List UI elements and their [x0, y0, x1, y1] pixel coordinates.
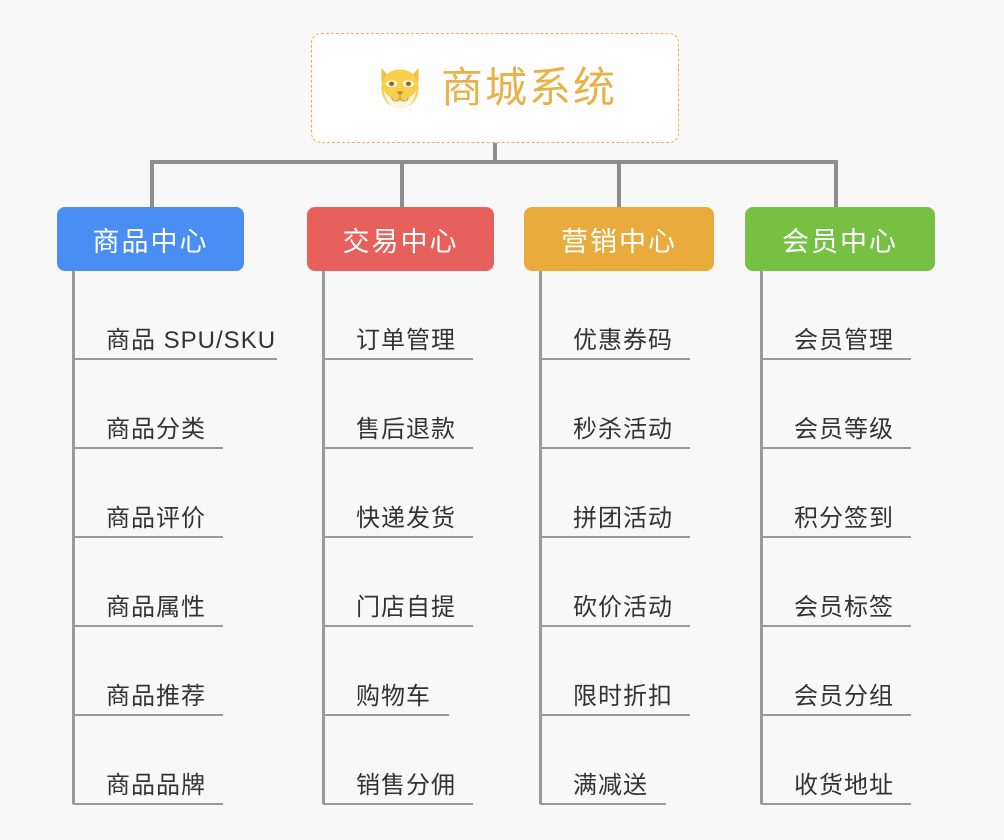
leaf-label: 商品属性 [106, 593, 206, 621]
leaf-label: 会员管理 [794, 326, 894, 354]
leaf-item[interactable]: 快递发货 [323, 449, 557, 538]
leaf-list: 优惠券码 秒杀活动 拼团活动 砍价活动 限时折扣 满减送 [524, 271, 774, 805]
leaf-label: 砍价活动 [573, 593, 673, 621]
leaf-item[interactable]: 订单管理 [323, 271, 557, 360]
leaf-label: 订单管理 [356, 326, 456, 354]
leaf-label: 会员等级 [794, 415, 894, 443]
leaf-label: 秒杀活动 [573, 415, 673, 443]
leaf-underline [323, 714, 449, 716]
leaf-underline [323, 625, 473, 627]
connector-root-stem [493, 143, 497, 164]
leaf-underline [761, 447, 911, 449]
leaf-item[interactable]: 收货地址 [761, 716, 995, 805]
leaf-item[interactable]: 商品评价 [73, 449, 307, 538]
category-header-label: 交易中心 [342, 226, 459, 257]
leaf-item[interactable]: 销售分佣 [323, 716, 557, 805]
leaf-item[interactable]: 门店自提 [323, 538, 557, 627]
leaf-item[interactable]: 商品 SPU/SKU [73, 271, 307, 360]
category-header-marketing-center[interactable]: 营销中心 [524, 207, 714, 271]
category-header-label: 商品中心 [92, 226, 209, 257]
connector-horizontal-bar [150, 160, 838, 164]
connector-drop-2 [400, 160, 404, 207]
leaf-underline [540, 803, 666, 805]
leaf-item[interactable]: 会员管理 [761, 271, 995, 360]
leaf-label: 商品推荐 [106, 682, 206, 710]
leaf-label: 商品品牌 [106, 771, 206, 799]
leaf-underline [73, 625, 223, 627]
leaf-label: 门店自提 [356, 593, 456, 621]
leaf-label: 快递发货 [356, 504, 456, 532]
leaf-underline [73, 536, 223, 538]
connector-drop-3 [617, 160, 621, 207]
leaf-item[interactable]: 限时折扣 [540, 627, 774, 716]
leaf-underline [761, 536, 911, 538]
leaf-underline [73, 714, 223, 716]
leaf-underline [540, 447, 690, 449]
leaf-underline [323, 358, 473, 360]
leaf-label: 收货地址 [794, 771, 894, 799]
leaf-underline [323, 803, 473, 805]
connector-drop-1 [150, 160, 154, 207]
leaf-label: 商品分类 [106, 415, 206, 443]
leaf-label: 商品 SPU/SKU [106, 326, 277, 354]
leaf-label: 限时折扣 [573, 682, 673, 710]
category-header-member-center[interactable]: 会员中心 [745, 207, 935, 271]
leaf-label: 购物车 [356, 682, 431, 710]
leaf-label: 会员标签 [794, 593, 894, 621]
leaf-item[interactable]: 售后退款 [323, 360, 557, 449]
leaf-underline [540, 536, 690, 538]
leaf-underline [73, 447, 223, 449]
leaf-list: 商品 SPU/SKU 商品分类 商品评价 商品属性 商品推荐 商品品牌 [57, 271, 307, 805]
shiba-dog-face-icon [381, 67, 419, 109]
leaf-underline [540, 714, 690, 716]
leaf-underline [73, 803, 223, 805]
leaf-item[interactable]: 砍价活动 [540, 538, 774, 627]
branch-column-member-center: 会员中心 会员管理 会员等级 积分签到 会员标签 会员分组 [745, 207, 995, 805]
category-header-trade-center[interactable]: 交易中心 [307, 207, 494, 271]
leaf-item[interactable]: 积分签到 [761, 449, 995, 538]
leaf-underline [761, 803, 911, 805]
leaf-label: 售后退款 [356, 415, 456, 443]
category-header-product-center[interactable]: 商品中心 [57, 207, 244, 271]
leaf-label: 商品评价 [106, 504, 206, 532]
leaf-item[interactable]: 商品推荐 [73, 627, 307, 716]
leaf-item[interactable]: 购物车 [323, 627, 557, 716]
category-header-label: 会员中心 [782, 226, 898, 257]
leaf-label: 拼团活动 [573, 504, 673, 532]
leaf-underline [761, 625, 911, 627]
leaf-label: 会员分组 [794, 682, 894, 710]
leaf-item[interactable]: 会员分组 [761, 627, 995, 716]
leaf-item[interactable]: 拼团活动 [540, 449, 774, 538]
leaf-underline [323, 447, 473, 449]
leaf-item[interactable]: 秒杀活动 [540, 360, 774, 449]
leaf-list: 会员管理 会员等级 积分签到 会员标签 会员分组 收货地址 [745, 271, 995, 805]
leaf-label: 销售分佣 [356, 771, 456, 799]
leaf-underline [323, 536, 473, 538]
leaf-underline [73, 358, 277, 360]
branch-column-trade-center: 交易中心 订单管理 售后退款 快递发货 门店自提 购物车 [307, 207, 557, 805]
leaf-underline [540, 625, 690, 627]
leaf-list: 订单管理 售后退款 快递发货 门店自提 购物车 销售分佣 [307, 271, 557, 805]
category-header-label: 营销中心 [561, 226, 677, 257]
leaf-item[interactable]: 满减送 [540, 716, 774, 805]
leaf-item[interactable]: 会员标签 [761, 538, 995, 627]
leaf-item[interactable]: 会员等级 [761, 360, 995, 449]
leaf-underline [761, 358, 911, 360]
leaf-item[interactable]: 优惠券码 [540, 271, 774, 360]
leaf-item[interactable]: 商品属性 [73, 538, 307, 627]
branch-column-product-center: 商品中心 商品 SPU/SKU 商品分类 商品评价 商品属性 商品推荐 [57, 207, 307, 805]
leaf-label: 优惠券码 [573, 326, 673, 354]
root-title: 商城系统 [440, 64, 617, 111]
connector-drop-4 [834, 160, 838, 207]
leaf-item[interactable]: 商品品牌 [73, 716, 307, 805]
leaf-underline [540, 358, 690, 360]
branch-column-marketing-center: 营销中心 优惠券码 秒杀活动 拼团活动 砍价活动 限时折扣 [524, 207, 774, 805]
leaf-item[interactable]: 商品分类 [73, 360, 307, 449]
leaf-label: 满减送 [573, 771, 648, 799]
leaf-label: 积分签到 [794, 504, 894, 532]
leaf-underline [761, 714, 911, 716]
root-node-mall-system[interactable]: 商城系统 [311, 33, 679, 143]
